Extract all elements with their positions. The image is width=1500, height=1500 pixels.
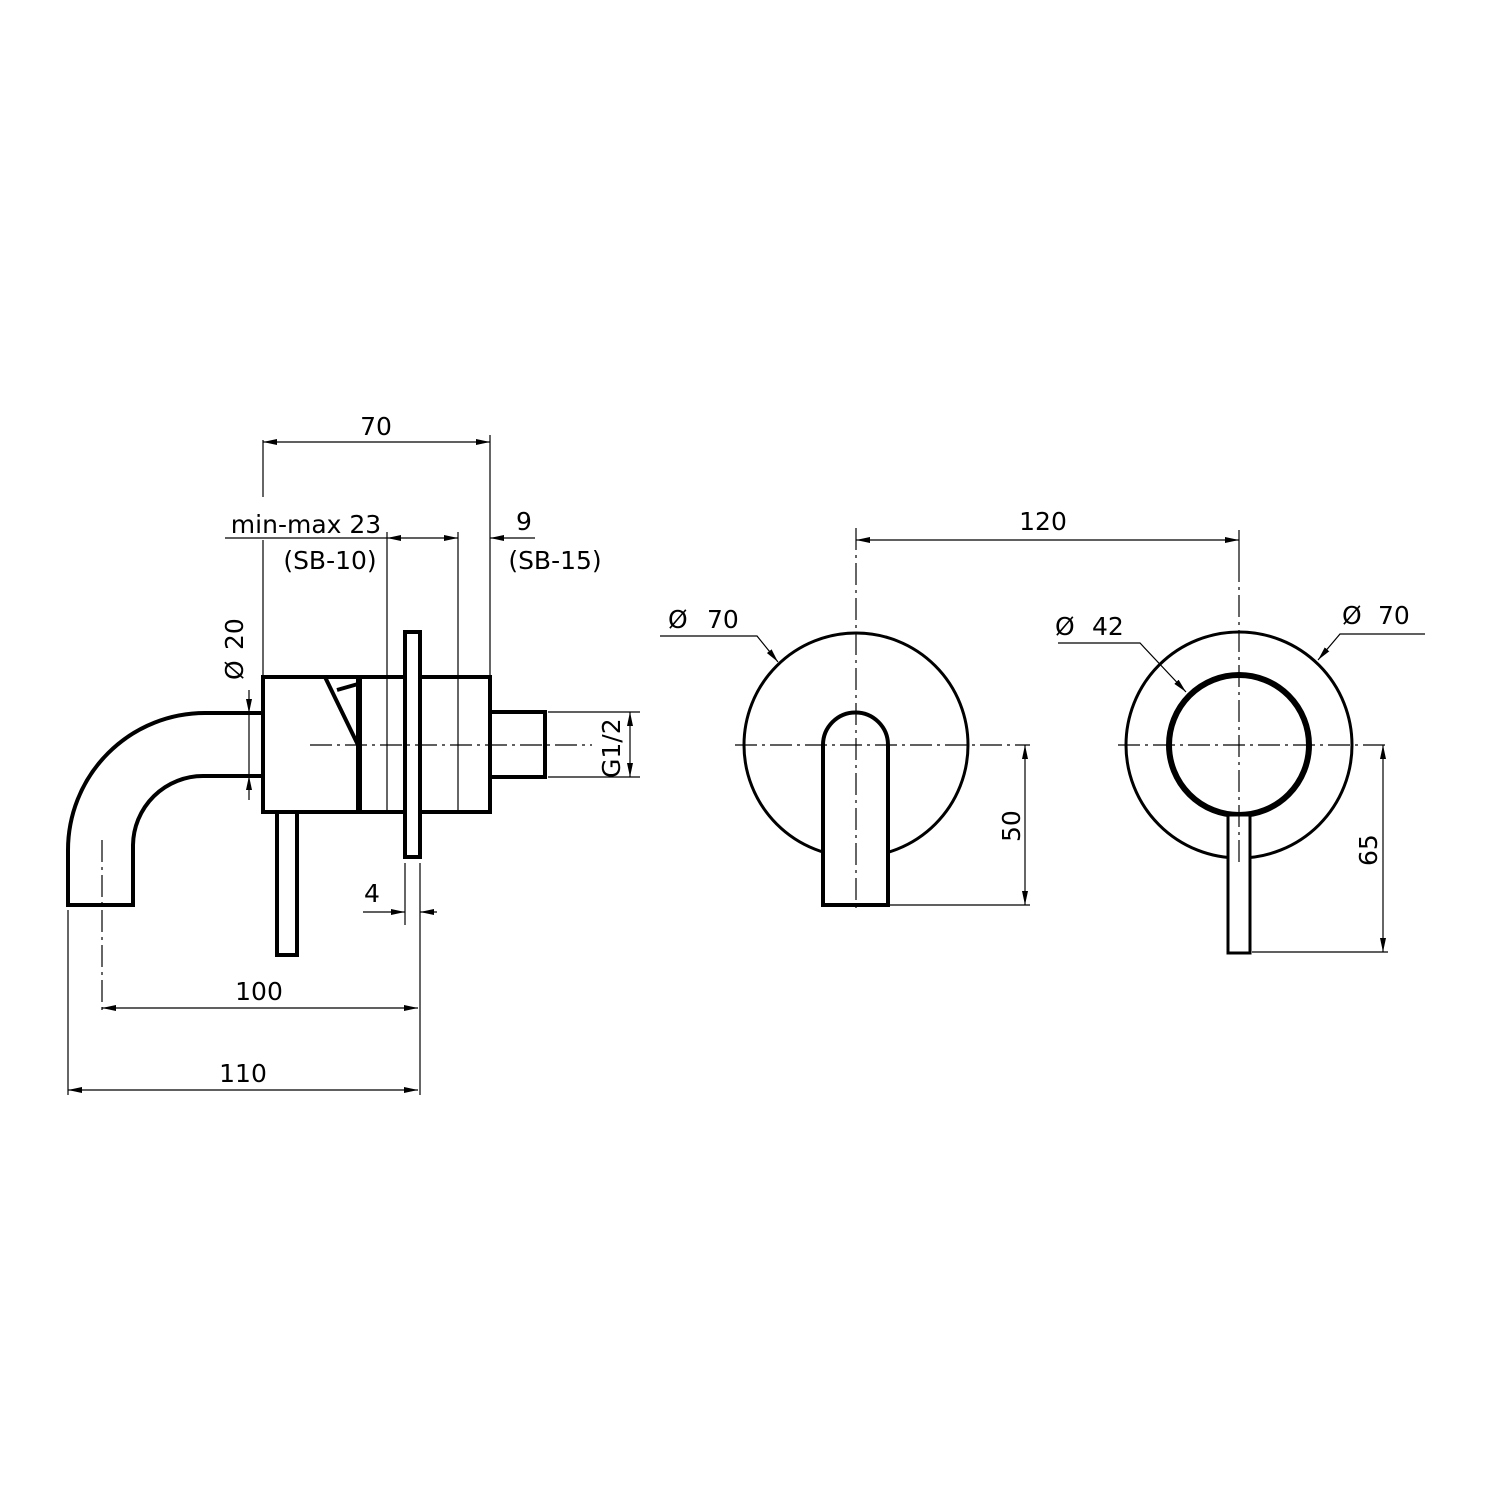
- dim-overall-depth: 70: [360, 412, 392, 441]
- dim-thread: G1/2: [597, 718, 626, 778]
- diameter-symbol: Ø: [1055, 612, 1075, 641]
- diameter-symbol: Ø: [220, 660, 249, 680]
- dim-spout-drop: 50: [997, 810, 1026, 842]
- diameter-symbol: Ø: [1342, 601, 1362, 630]
- mixer-lever: [1226, 813, 1252, 955]
- dim-spout-diameter: 20: [220, 618, 249, 650]
- dim-extension: 9: [516, 507, 532, 536]
- spout-outline: [66, 711, 263, 907]
- side-view: 70 min-max 23 (SB-10) 9 (SB-15) Ø 20 G1/…: [66, 412, 640, 1095]
- dim-wall-range: min-max 23: [231, 510, 381, 539]
- dim-centers: 120: [1019, 507, 1067, 536]
- dim-wall-range-model: (SB-10): [283, 546, 376, 575]
- diameter-symbol: Ø: [668, 605, 688, 634]
- dim-plate-diameter: 70: [707, 605, 739, 634]
- dim-flange-thickness: 4: [364, 879, 380, 908]
- front-view-spout: 120 Ø 70 50: [660, 507, 1240, 912]
- dim-total-reach: 110: [219, 1059, 267, 1088]
- dim-handle-diameter: 42: [1092, 612, 1124, 641]
- dim-lever-drop: 65: [1354, 834, 1383, 866]
- dim-plate-diameter-mixer: 70: [1378, 601, 1410, 630]
- body-wedge: [300, 675, 360, 746]
- front-view-mixer: Ø 42 Ø 70 65: [1055, 560, 1425, 955]
- lever-handle: [275, 810, 299, 957]
- dim-spout-reach: 100: [235, 977, 283, 1006]
- dim-extension-model: (SB-15): [508, 546, 601, 575]
